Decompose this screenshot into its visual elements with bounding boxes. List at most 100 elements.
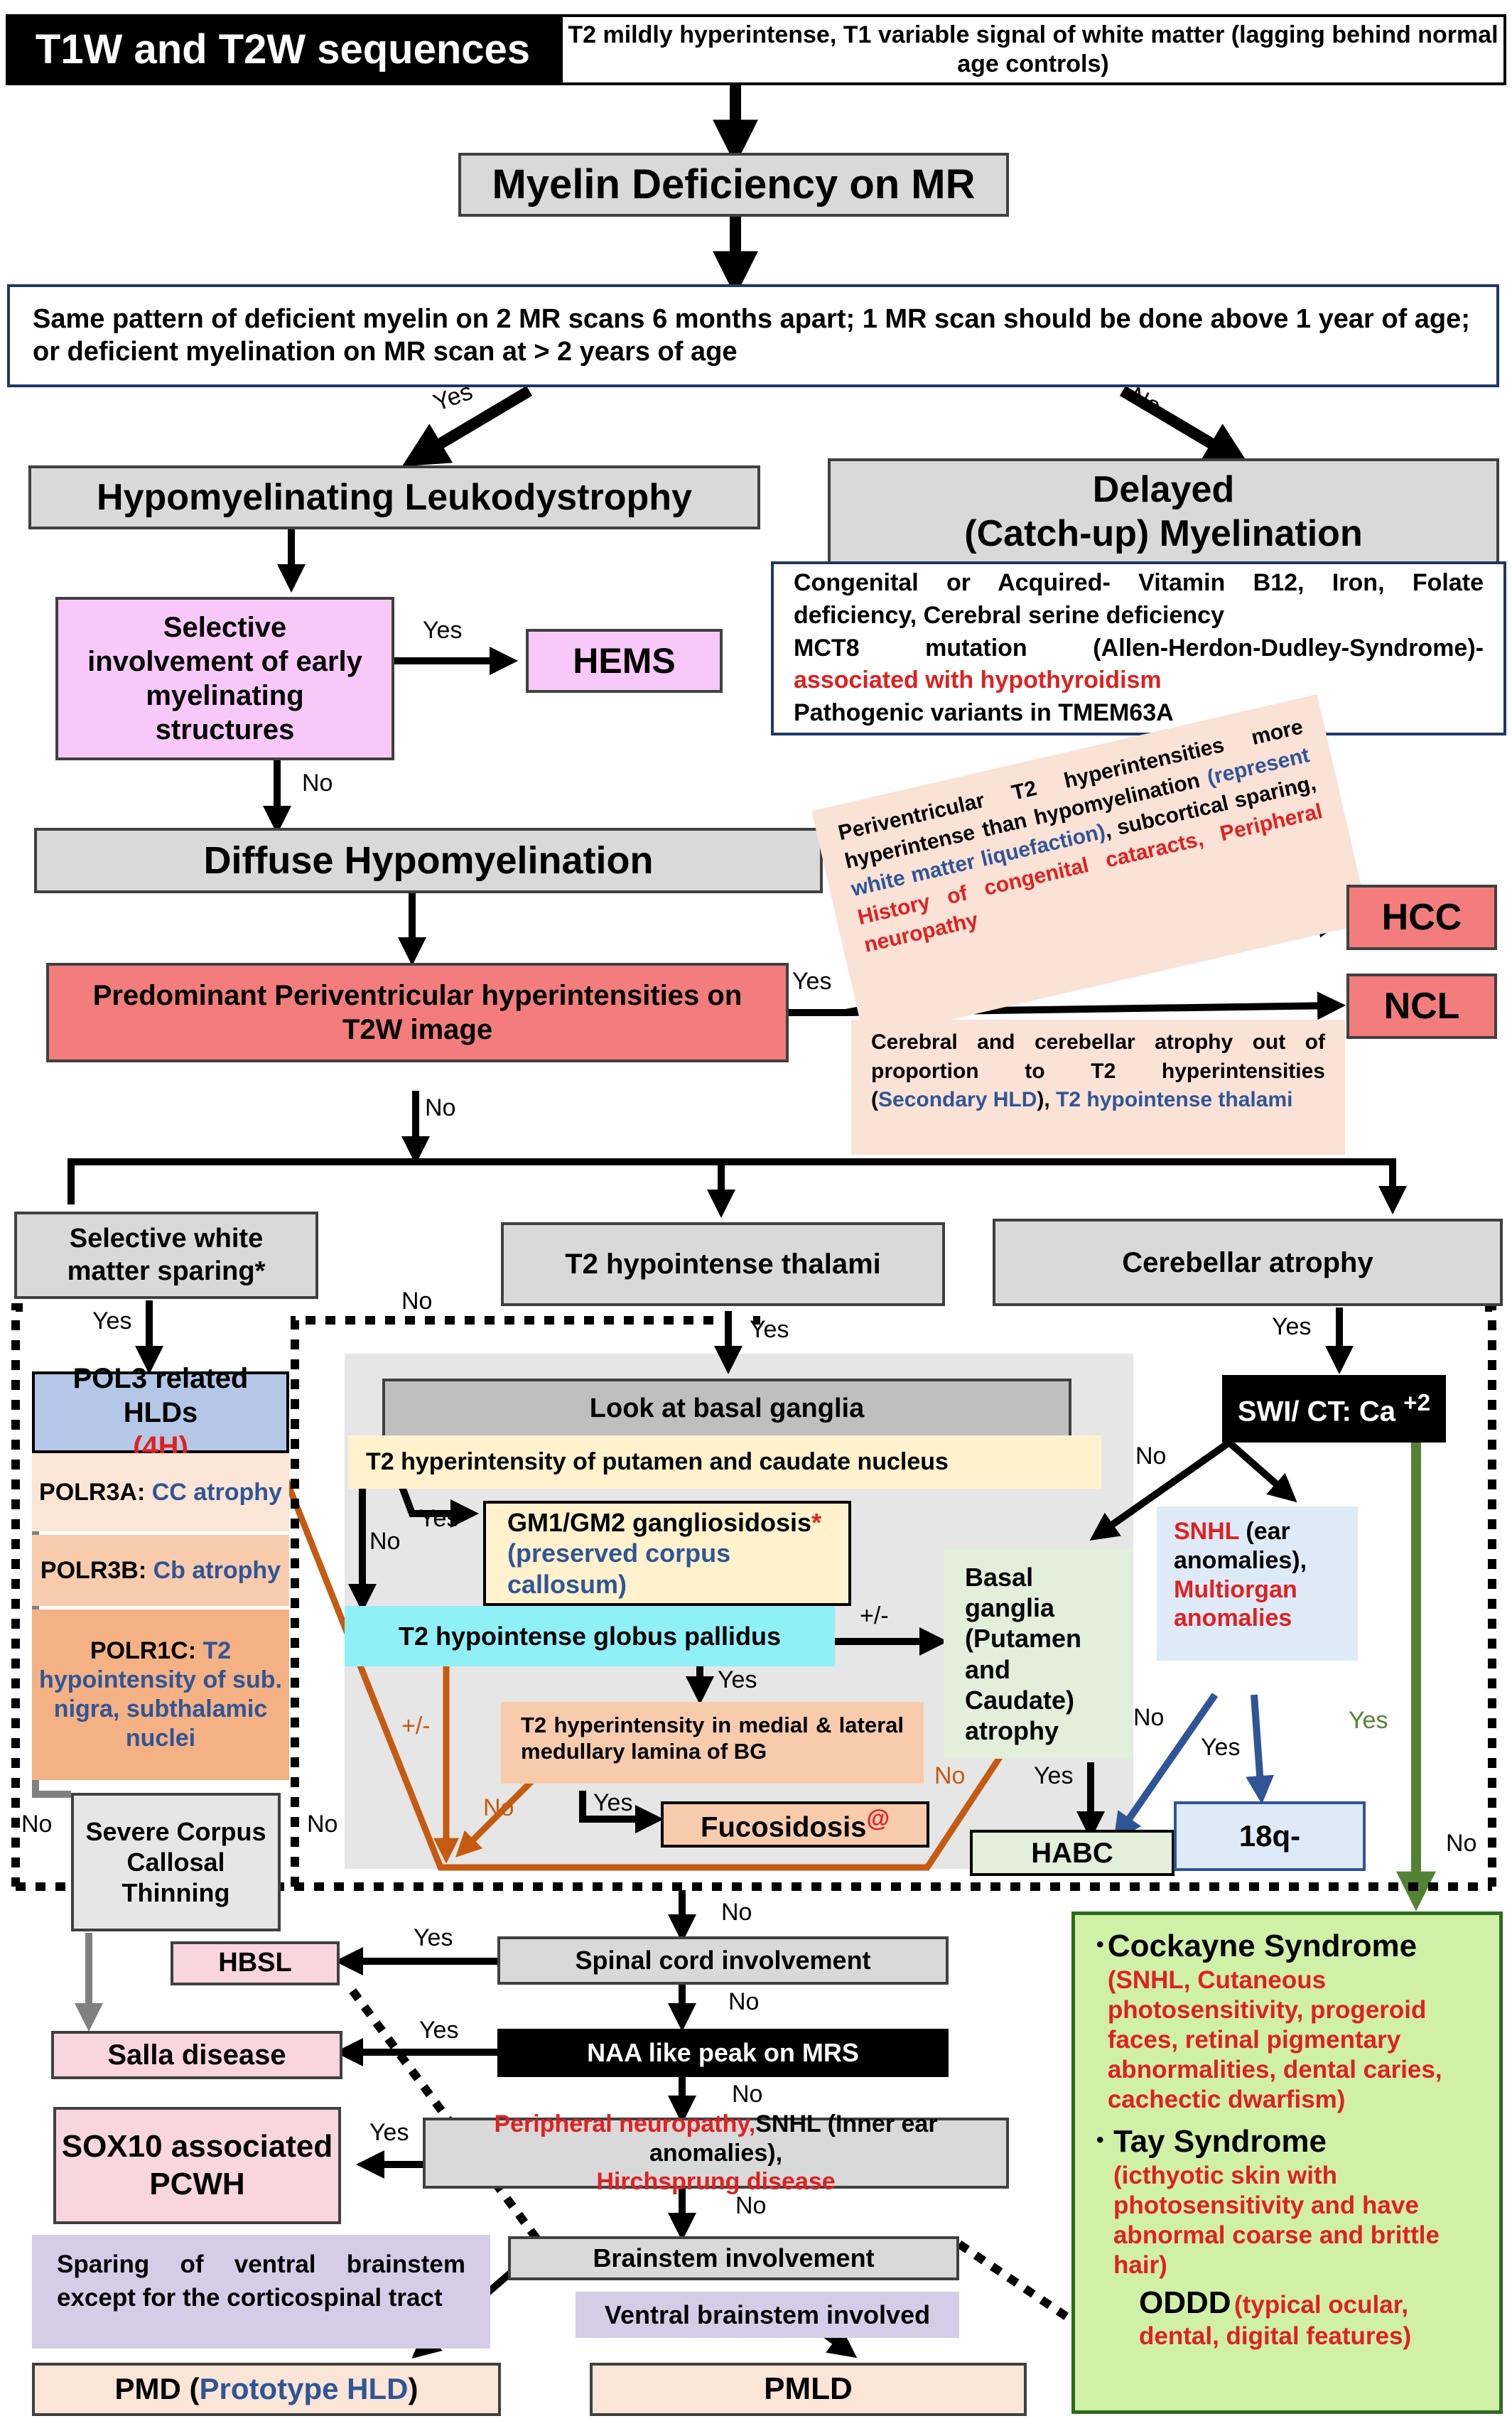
label-no-diffuse: No <box>302 770 333 797</box>
periph-snhl: SNHL (Inner ear anomalies), <box>649 2110 938 2167</box>
snhl-multiorgan: Multiorgan anomalies <box>1174 1575 1297 1632</box>
ncl-note-b: Secondary HLD <box>878 1088 1037 1111</box>
ncl-note: Cerebral and cerebellar atrophy out of p… <box>851 1020 1345 1155</box>
label-pm-gp: +/- <box>401 1713 431 1740</box>
hems-box: HEMS <box>526 629 723 693</box>
fuco-title: Fucosidosis@ <box>701 1805 890 1844</box>
label-no-gp: No <box>369 1528 401 1555</box>
ncl-box: NCL <box>1346 974 1497 1039</box>
delayed-cause-tmem63a: Pathogenic variants in TMEM63A <box>794 699 1174 727</box>
periph-neuropathy: Peripheral neuropathy, <box>494 2110 756 2137</box>
swi-name: SWI/ CT: Ca <box>1237 1396 1396 1428</box>
cerebellar-atrophy-box: Cerebellar atrophy <box>993 1219 1503 1306</box>
delayed-myelination-box: Delayed (Catch-up) Myelination <box>828 458 1499 565</box>
label-yes-salla: Yes <box>419 2017 459 2044</box>
pmd-title: PMD (Prototype HLD) <box>115 2371 418 2407</box>
cockayne-tay-oddd-box: • Cockayne Syndrome (SNHL, Cutaneous pho… <box>1071 1912 1503 2414</box>
label-yes-pol3: Yes <box>92 1307 132 1334</box>
medullary-lamina-box: T2 hyperintensity in medial & lateral me… <box>501 1702 924 1784</box>
label-no-swi: No <box>1135 1443 1167 1470</box>
snhl-ear: (ear anomalies), <box>1174 1518 1307 1574</box>
oddd-desc: (typical ocular, dental, digital feature… <box>1139 2290 1412 2351</box>
label-no-periph: No <box>732 2081 763 2108</box>
polr3a-gene: POLR3A: CC atrophy <box>39 1478 282 1507</box>
tay-item: • Tay Syndrome (icthyotic skin with phot… <box>1096 2123 1485 2280</box>
salla-disease-box: Salla disease <box>51 2031 342 2079</box>
hypomyelinating-leukodystrophy-box: Hypomyelinating Leukodystrophy <box>28 465 760 529</box>
pmd-box: PMD (Prototype HLD) <box>32 2363 501 2416</box>
gm-title: GM1/GM2 gangliosidosis* <box>507 1507 821 1538</box>
spinal-cord-involvement-box: Spinal cord involvement <box>497 1936 949 1985</box>
bullet-icon: • <box>1096 2128 1104 2152</box>
label-yes-18q: Yes <box>1201 1734 1241 1761</box>
label-no-cc-right: No <box>307 1811 338 1838</box>
basal-ganglia-atrophy-box: Basal ganglia (Putamen and Caudate) atro… <box>944 1549 1132 1759</box>
ventral-brainstem-involved-box: Ventral brainstem involved <box>576 2292 959 2338</box>
label-yes-hems: Yes <box>423 617 463 644</box>
pmld-box: PMLD <box>590 2363 1027 2416</box>
pmd-name: PMD ( <box>114 2372 200 2406</box>
label-yes-basal: Yes <box>750 1316 789 1343</box>
label-no-sparing: No <box>401 1288 433 1315</box>
label-yes-sox10: Yes <box>369 2119 409 2146</box>
t2-hypointense-globus-pallidus-box: T2 hypointense globus pallidus <box>345 1606 835 1666</box>
myelin-deficiency-box: Myelin Deficiency on MR <box>458 153 1009 217</box>
oddd-item: ODDD (typical ocular, dental, digital fe… <box>1139 2285 1485 2352</box>
delayed-myelination-causes: Congenital or Acquired- Vitamin B12, Iro… <box>771 561 1506 735</box>
label-no-naa: No <box>728 1988 760 2015</box>
t2-hypointense-thalami-box: T2 hypointense thalami <box>501 1222 945 1306</box>
criteria-box: Same pattern of deficient myelin on 2 MR… <box>7 284 1499 387</box>
header-description: T2 mildly hyperintense, T1 variable sign… <box>560 14 1506 85</box>
label-yes-medlam: Yes <box>718 1666 757 1693</box>
polr1c-gene: POLR1C: T2 hypointensity of sub. nigra, … <box>39 1637 282 1752</box>
polr3b-box: POLR3B: Cb atrophy <box>32 1535 289 1606</box>
tay-title: Tay Syndrome <box>1113 2123 1327 2159</box>
fuco-at: @ <box>866 1805 890 1832</box>
tay-desc: (icthyotic skin with photosensitivity an… <box>1113 2161 1440 2279</box>
label-no-habc: No <box>1133 1704 1165 1731</box>
gm-name: GM1/GM2 gangliosidosis <box>507 1508 812 1538</box>
sparing-ventral-brainstem-box: Sparing of ventral brainstem except for … <box>32 2235 490 2349</box>
label-no-brainstem: No <box>735 2192 767 2219</box>
delayed-cause-hypothyroidism: associated with hypothyroidism <box>794 667 1162 694</box>
pmd-close: ) <box>408 2372 418 2406</box>
cockayne-item: • Cockayne Syndrome (SNHL, Cutaneous pho… <box>1096 1928 1485 2115</box>
pol3-title: POL3 related HLDs <box>72 1362 249 1428</box>
gm-note: (preserved corpus callosum) <box>507 1538 731 1599</box>
selective-early-myelinating-box: Selective involvement of early myelinati… <box>55 597 394 760</box>
diffuse-hypomyelination-box: Diffuse Hypomyelination <box>34 828 823 893</box>
delayed-cause-vitamin: Congenital or Acquired- Vitamin B12, Iro… <box>794 568 1484 629</box>
label-no-cc: No <box>21 1811 53 1838</box>
delayed-title-line1: Delayed <box>1092 468 1235 510</box>
hbsl-box: HBSL <box>171 1941 340 1985</box>
selective-white-matter-sparing-box: Selective white matter sparing* <box>14 1212 318 1299</box>
header-title: T1W and T2W sequences <box>6 14 560 85</box>
polr3b-feature: Cb atrophy <box>153 1556 281 1584</box>
hcc-box: HCC <box>1346 885 1497 950</box>
polr3a-feature: CC atrophy <box>151 1478 282 1506</box>
ncl-note-a: Cerebral and cerebellar atrophy out of p… <box>871 1030 1325 1111</box>
18q-deletion-box: 18q- <box>1174 1801 1366 1871</box>
polr3b-name: POLR3B: <box>40 1556 147 1584</box>
gm-gangliosidosis-box: GM1/GM2 gangliosidosis* (preserved corpu… <box>483 1501 851 1606</box>
bullet-icon: • <box>1096 1933 1104 1956</box>
snhl-title: SNHL <box>1174 1518 1239 1545</box>
label-yes-swi: Yes <box>1272 1313 1312 1340</box>
sox10-pcwh-box: SOX10 associated PCWH <box>53 2107 341 2224</box>
delayed-title-line2: (Catch-up) Myelination <box>964 513 1363 554</box>
polr1c-name: POLR1C: <box>90 1637 197 1665</box>
peripheral-neuropathy-box: Peripheral neuropathy,SNHL (Inner ear an… <box>423 2110 1009 2195</box>
polr3a-name: POLR3A: <box>39 1478 146 1506</box>
pmd-prototype: Prototype HLD <box>199 2372 409 2406</box>
habc-box: HABC <box>970 1830 1174 1876</box>
label-yes-habc: Yes <box>1034 1762 1074 1789</box>
polr3b-gene: POLR3B: Cb atrophy <box>40 1556 281 1585</box>
label-yes-gm: Yes <box>419 1505 459 1532</box>
severe-corpus-callosal-thinning-box: Severe Corpus Callosal Thinning <box>71 1793 281 1931</box>
label-no-spinal-top: No <box>721 1899 752 1926</box>
cockayne-desc: (SNHL, Cutaneous photosensitivity, proge… <box>1107 1966 1442 2113</box>
naa-peak-box: NAA like peak on MRS <box>497 2029 949 2077</box>
label-yes-fuco: Yes <box>593 1789 633 1816</box>
cockayne-title: Cockayne Syndrome <box>1107 1929 1418 1963</box>
